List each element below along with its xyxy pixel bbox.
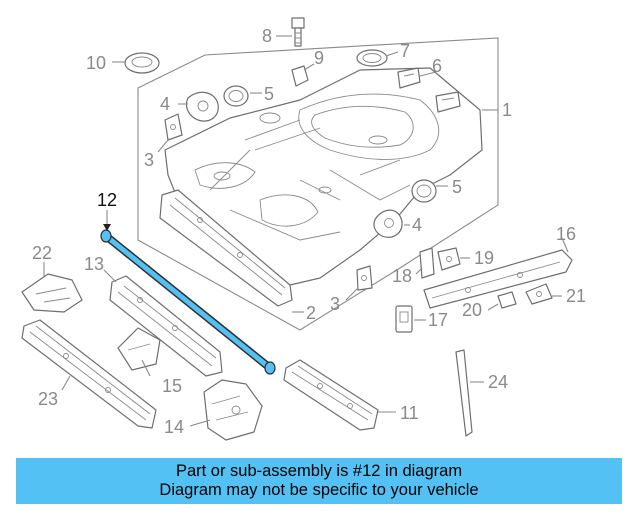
callout-21: 21 — [566, 286, 586, 306]
callout-22: 22 — [32, 243, 52, 263]
part-19-bracket — [437, 247, 461, 271]
callout-9: 9 — [314, 48, 324, 68]
part-3-bracket-lower — [356, 265, 373, 291]
part-12-highlighted-bar — [100, 229, 276, 375]
callout-7: 7 — [400, 41, 410, 61]
callout-5-lower: 5 — [452, 177, 462, 197]
part-17-plate — [395, 305, 413, 333]
callout-labels: 1 2 3 3 4 4 5 5 6 7 8 9 10 11 12 13 14 1… — [32, 26, 586, 437]
part-2-cross-member — [159, 189, 293, 307]
callout-24: 24 — [488, 372, 508, 392]
part-24-strap — [455, 349, 473, 437]
part-11-rail — [283, 359, 379, 431]
callout-2: 2 — [306, 303, 316, 323]
part-6-brackets — [397, 67, 461, 113]
leader-lines — [43, 35, 569, 427]
part-8-bolt — [291, 17, 305, 47]
part-22-bracket — [21, 273, 83, 313]
part-14-reinforcement — [203, 379, 263, 441]
caption-banner: Part or sub-assembly is #12 in diagram D… — [16, 458, 622, 504]
callout-15: 15 — [162, 376, 182, 396]
part-10-cap — [124, 52, 160, 74]
part-4-mount-upper — [185, 91, 219, 122]
part-1-floor-pan — [164, 67, 483, 286]
callout-3-upper: 3 — [144, 150, 154, 170]
callout-3-lower: 3 — [330, 294, 340, 314]
callout-18: 18 — [392, 266, 412, 286]
part-13-side-rail — [109, 275, 223, 377]
part-21-bracket — [525, 283, 553, 305]
callout-14: 14 — [164, 417, 184, 437]
part-3-bracket-upper — [164, 113, 183, 141]
callout-11: 11 — [400, 403, 419, 423]
part-20-clip — [497, 291, 517, 309]
part-9-clip — [291, 65, 309, 87]
callout-4-lower: 4 — [412, 215, 422, 235]
callout-4-upper: 4 — [160, 94, 170, 114]
part-18-bracket — [419, 247, 435, 279]
part-23-rail — [21, 319, 157, 429]
callout-6: 6 — [432, 56, 442, 76]
part-7-plug — [356, 49, 388, 67]
callout-8: 8 — [262, 26, 272, 46]
callout-23: 23 — [38, 389, 58, 409]
part-5-grommet-upper — [223, 85, 249, 107]
part-4-mount-lower — [373, 209, 403, 238]
callout-10: 10 — [86, 53, 106, 73]
callout-17: 17 — [428, 310, 448, 330]
caption-line-1: Part or sub-assembly is #12 in diagram — [175, 462, 463, 480]
parts-diagram: 1 2 3 3 4 4 5 5 6 7 8 9 10 11 12 13 14 1… — [21, 17, 586, 441]
callout-13: 13 — [84, 254, 104, 274]
callout-20: 20 — [462, 300, 482, 320]
part-15-bracket — [117, 327, 161, 371]
callout-19: 19 — [474, 248, 494, 268]
part-5-grommet-lower — [411, 179, 437, 203]
caption-line-2: Diagram may not be specific to your vehi… — [159, 481, 479, 499]
callout-16: 16 — [556, 224, 576, 244]
callout-5-upper: 5 — [264, 84, 274, 104]
part-16-member — [423, 249, 573, 309]
callout-1: 1 — [502, 100, 512, 120]
callout-12: 12 — [97, 190, 117, 210]
